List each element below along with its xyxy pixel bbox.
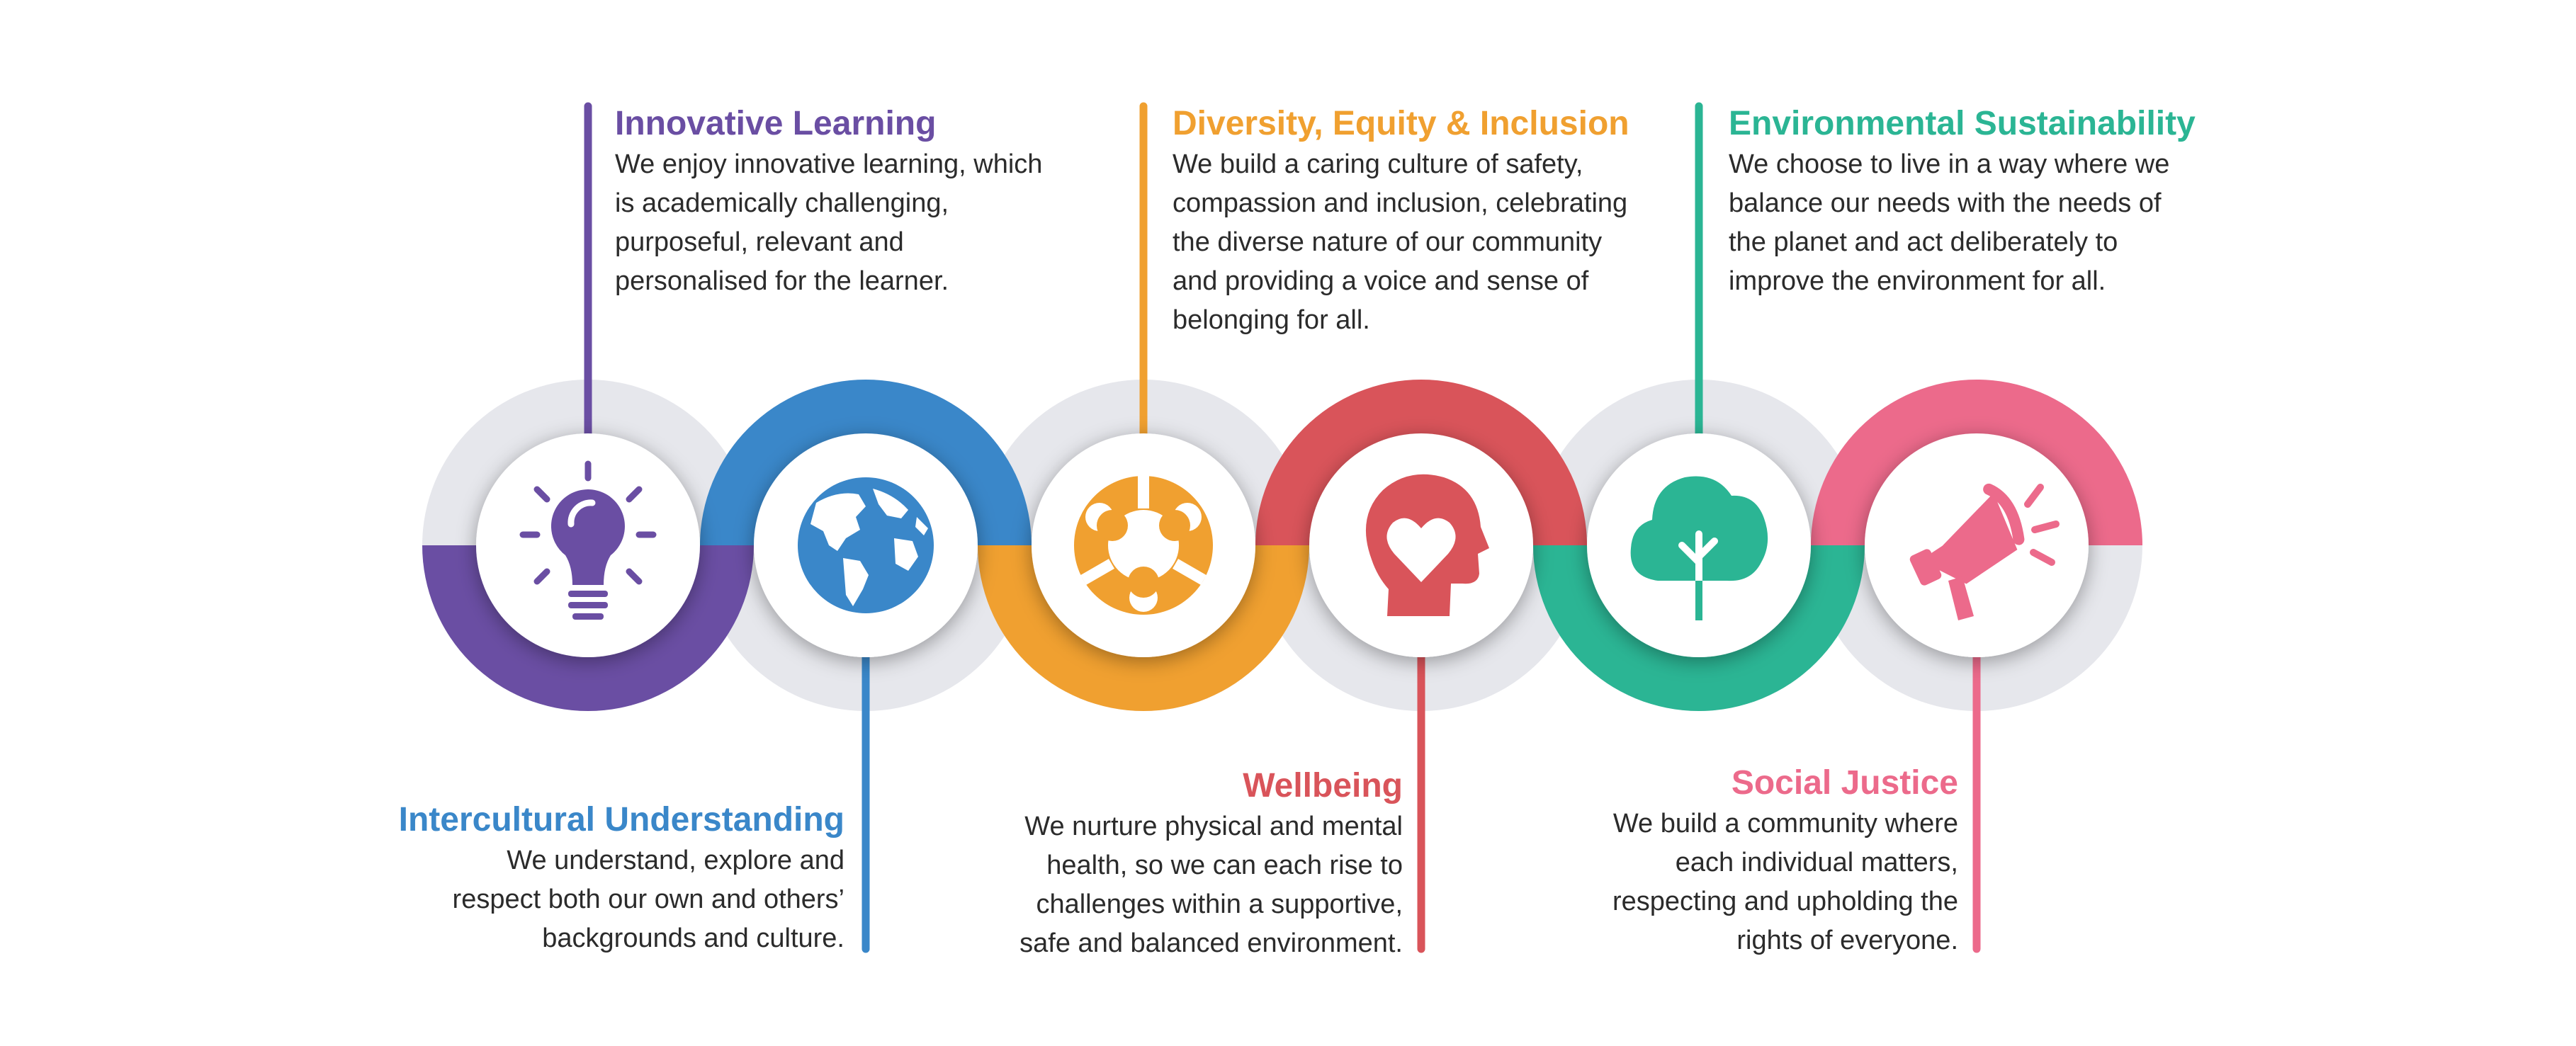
value-title: Innovative Learning [615, 105, 937, 142]
megaphone-icon [1909, 483, 2060, 620]
value-title: Environmental Sustainability [1729, 105, 2196, 142]
value-title: Intercultural Understanding [398, 801, 844, 838]
value-block-innovative: Innovative Learning We enjoy innovative … [615, 103, 1111, 301]
globe-icon [798, 477, 934, 613]
value-block-dei: Diversity, Equity & Inclusion We build a… [1173, 103, 1711, 340]
value-title: Diversity, Equity & Inclusion [1173, 105, 1629, 142]
value-description: We enjoy innovative learning, which is a… [615, 149, 1043, 296]
value-description: We build a community where each individu… [1612, 809, 1958, 955]
value-block-social: Social Justice We build a community wher… [1559, 762, 1958, 960]
value-block-environment: Environmental Sustainability We choose t… [1729, 103, 2295, 301]
value-title: Social Justice [1731, 764, 1958, 802]
value-block-wellbeing: Wellbeing We nurture physical and mental… [978, 765, 1403, 963]
value-description: We build a caring culture of safety, com… [1173, 149, 1628, 335]
value-description: We nurture physical and mental health, s… [1019, 812, 1403, 958]
value-description: We understand, explore and respect both … [452, 846, 844, 953]
value-title: Wellbeing [1243, 767, 1403, 805]
community-circle-icon [1074, 476, 1213, 615]
lightbulb-icon [519, 460, 657, 620]
value-block-intercultural: Intercultural Understanding We understan… [354, 799, 844, 958]
value-description: We choose to live in a way where we bala… [1729, 149, 2170, 296]
head-heart-icon [1365, 474, 1489, 616]
tree-icon [1630, 476, 1768, 620]
